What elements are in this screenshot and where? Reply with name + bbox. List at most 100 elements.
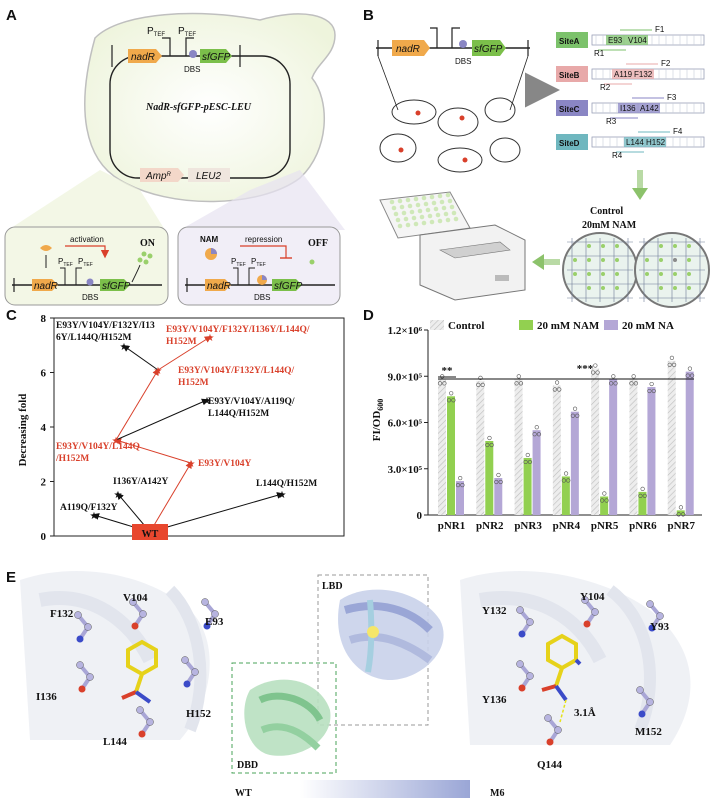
panel-a-letter: A (6, 7, 17, 24)
c-ytick-3: 6 (41, 368, 47, 380)
c-edge-8 (157, 335, 212, 371)
off-promoter-1: PTEF (231, 257, 246, 268)
d-ytick-1: 3.0×10⁵ (388, 464, 423, 476)
d-xtick-2: pNR3 (514, 520, 542, 532)
off-label: OFF (308, 238, 328, 249)
on-label: ON (140, 238, 156, 249)
c-ytick-1: 2 (41, 477, 47, 489)
d-xtick-5: pNR6 (629, 520, 657, 532)
plasmid-dbs-site (189, 50, 197, 58)
m6-ligand (541, 633, 582, 723)
site-region-1 (612, 69, 654, 79)
c-node-star-0: ★ (90, 511, 99, 522)
d-xtick-6: pNR7 (667, 520, 695, 532)
wt-residue-4: H152 (186, 708, 212, 720)
m6-residue-2: Y93 (650, 621, 669, 633)
c-node-label-1: I136Y/A142Y (113, 477, 169, 487)
plasmid-leu2 (188, 168, 230, 182)
panel-b-letter: B (363, 7, 374, 24)
site-fwd-1: F2 (661, 59, 671, 68)
c-node-star-3: ★ (278, 490, 287, 501)
d-bar-4-0 (591, 368, 600, 515)
c-node-label-6-b: H152M (178, 378, 209, 388)
c-node-star-7: ★ (120, 342, 129, 353)
site-rev-3: R4 (612, 151, 623, 160)
panel-c-letter: C (6, 307, 17, 324)
site-name-3: SiteD (559, 139, 580, 148)
b-sfgfp-gene (472, 40, 506, 56)
on-nadR-gene (32, 279, 58, 291)
site-fwd-3: F4 (673, 127, 683, 136)
b-nadR-label: nadR (396, 44, 420, 55)
site-region-2 (618, 103, 660, 113)
d-ytick-0: 0 (417, 510, 423, 522)
d-bar-4-1 (600, 496, 609, 515)
c-wt-node (132, 524, 168, 540)
d-ytick-2: 6.0×10⁵ (388, 418, 423, 430)
dbd-label: DBD (237, 760, 258, 771)
c-ylabel: Decreasing fold (17, 394, 29, 467)
site-tag-2 (556, 100, 588, 116)
promoter-label-1: PTEF (147, 26, 165, 38)
wt-binding-pocket (20, 571, 210, 740)
wt-residue-1: V104 (123, 592, 148, 604)
promoter-arrow-left (162, 37, 171, 56)
wt-residue-0: F132 (50, 608, 74, 620)
d-bar-3-0 (552, 385, 561, 515)
site-rev-0: R1 (594, 49, 605, 58)
off-sfgfp-gene (272, 279, 302, 291)
wt-residue-5: L144 (103, 736, 127, 748)
promoter-label-2: PTEF (178, 26, 196, 38)
plasmid-sfgfp-gene (200, 49, 232, 63)
d-bar-5-2 (647, 387, 656, 515)
plasmid-amp-label: AmpR (145, 171, 172, 182)
plasmid-name: NadR-sfGFP-pESC-LEU (145, 102, 252, 113)
c-wt-label: WT (142, 529, 159, 540)
d-legend-swatch-2 (604, 320, 618, 330)
c-node-label-5-a: E93Y/V104Y/A119Q/ (208, 397, 295, 407)
c-ytick-4: 8 (41, 313, 47, 325)
panel-d-letter: D (363, 307, 374, 324)
d-ytick-4: 1.2×10⁶ (388, 325, 423, 337)
c-node-label-7-a: E93Y/V104Y/F132Y/I13 (56, 321, 155, 331)
c-node-label-4-b: /H152M (55, 454, 89, 464)
d-bar-6-0 (667, 360, 676, 515)
c-node-star-6: ★ (154, 366, 163, 377)
b-dbs-label: DBS (455, 57, 471, 66)
site-rev-1: R2 (600, 83, 611, 92)
off-repression-label: repression (245, 235, 282, 244)
d-xtick-1: pNR2 (476, 520, 504, 532)
site-fwd-0: F1 (655, 25, 665, 34)
b-sfgfp-label: sfGFP (474, 44, 503, 55)
on-sfgfp-gene (100, 279, 130, 291)
site-res2-3: H152 (646, 138, 666, 147)
d-bar-0-2 (456, 481, 464, 515)
site-name-0: SiteA (559, 37, 580, 46)
m6-residue-3: Y136 (482, 694, 507, 706)
c-edge-7 (122, 344, 159, 371)
d-bar-1-1 (485, 441, 494, 515)
protein-structure (231, 574, 444, 774)
zoom-cone-off (180, 170, 345, 230)
d-xtick-4: pNR5 (591, 520, 619, 532)
zoom-cone-on (8, 170, 165, 230)
c-node-star-4: ★ (112, 436, 121, 447)
condition-nam: 20mM NAM (582, 220, 637, 231)
d-bar-6-2 (685, 371, 694, 515)
off-sfgfp-label: sfGFP (274, 281, 303, 292)
c-node-label-6-a: E93Y/V104Y/F132Y/L144Q/ (178, 366, 294, 376)
panel-a: A PTEF PTEF nadR DBS sfGFP NadR-sfGFP-pE… (4, 7, 345, 306)
c-edge-5 (115, 398, 209, 441)
site-name-2: SiteC (559, 105, 580, 114)
on-sfgfp-label: sfGFP (102, 281, 131, 292)
d-bar-5-1 (638, 491, 647, 515)
plasmid-sfgfp-label: sfGFP (202, 52, 231, 63)
off-nadR-gene (205, 279, 231, 291)
site-res2-2: A142 (640, 104, 659, 113)
d-sig-2: *** (577, 363, 594, 375)
d-legend-swatch-0 (430, 320, 444, 330)
on-nadR-protein (40, 245, 52, 251)
